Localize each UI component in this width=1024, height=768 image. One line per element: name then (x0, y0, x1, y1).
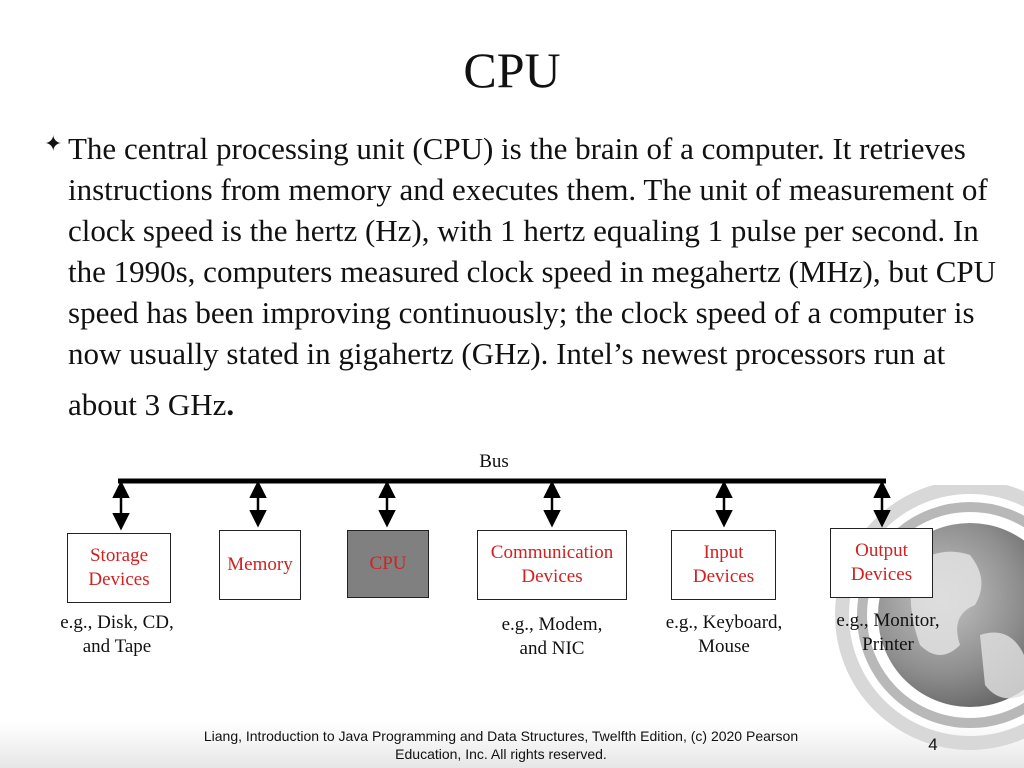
bullet-body: The central processing unit (CPU) is the… (68, 131, 997, 371)
bullet-tail-text: about 3 GHz (68, 387, 227, 422)
input-devices-box: Input Devices (671, 530, 776, 600)
communication-devices-box: Communication Devices (477, 530, 627, 600)
memory-box: Memory (219, 530, 301, 600)
bullet-text: The central processing unit (CPU) is the… (68, 128, 998, 425)
output-devices-box: Output Devices (830, 528, 933, 598)
bus-label: Bus (479, 451, 509, 472)
bullet-tail: about 3 GHz. (68, 384, 998, 425)
input-devices-caption: e.g., Keyboard, Mouse (665, 612, 783, 657)
storage-devices-caption: e.g., Disk, CD, and Tape (60, 612, 174, 657)
storage-devices-box: Storage Devices (67, 533, 171, 603)
footer-citation: Liang, Introduction to Java Programming … (203, 728, 799, 762)
page-title: CPU (463, 42, 561, 98)
communication-devices-caption: e.g., Modem, and NIC (501, 614, 603, 659)
four-point-star-bullet-icon: ✦ (44, 132, 63, 157)
cpu-box: CPU (347, 530, 429, 598)
bullet-end-dot: . (226, 387, 235, 422)
output-devices-caption: e.g., Monitor, Printer (836, 610, 940, 655)
footer-band (0, 722, 1024, 768)
page-number: 4 (928, 735, 938, 754)
